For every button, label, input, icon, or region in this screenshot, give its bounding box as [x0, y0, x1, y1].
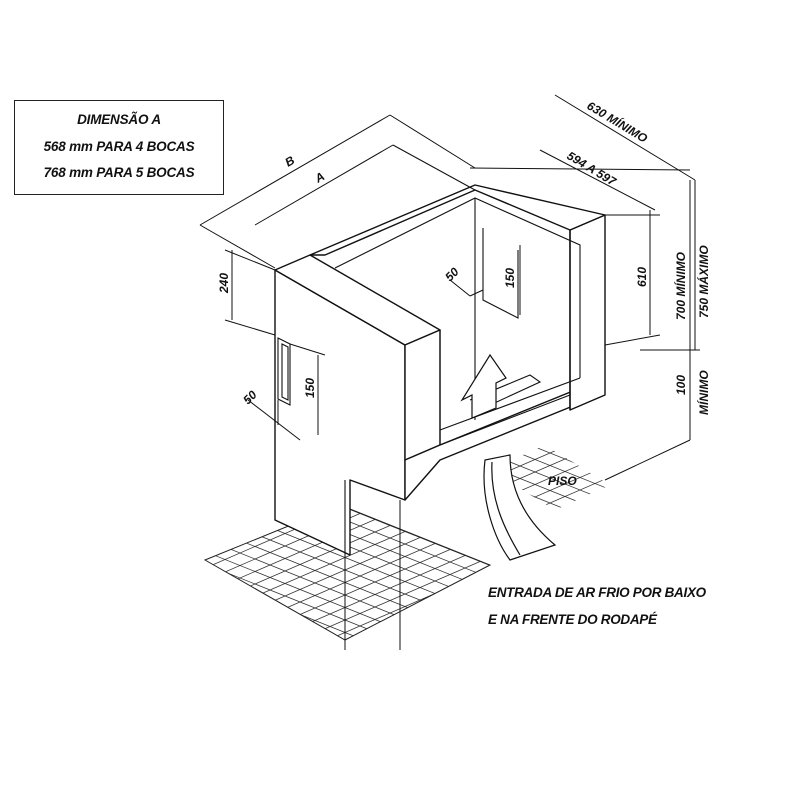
side-vent: [277, 337, 291, 406]
note-title: DIMENSÃO A: [77, 112, 161, 127]
dim-630-label: 630 MÍNIMO: [584, 98, 651, 146]
note-line-1: 568 mm PARA 4 BOCAS: [43, 139, 195, 154]
air-duct: [483, 454, 557, 561]
dim-700-label: 700 MÍNIMO: [673, 251, 688, 320]
dimension-note-box: DIMENSÃO A 568 mm PARA 4 BOCAS 768 mm PA…: [14, 100, 224, 195]
cavity-lines: [334, 197, 581, 555]
dim-50-inner-label: 50: [442, 265, 462, 285]
dim-b-label: B: [283, 153, 298, 170]
dimension-lines: [199, 94, 700, 650]
caption-line-1: ENTRADA DE AR FRIO POR BAIXO: [488, 585, 706, 600]
dim-50-side-label: 50: [240, 388, 260, 408]
dim-240-label: 240: [217, 273, 231, 294]
caption-line-2: E NA FRENTE DO RODAPÉ: [488, 612, 657, 627]
dim-100-label: 100: [674, 375, 688, 395]
dim-750-label: 750 MÁXIMO: [696, 245, 711, 318]
floor-label: PISO: [548, 474, 577, 488]
cabinet-body: [274, 184, 606, 556]
dim-610-label: 610: [635, 267, 649, 287]
airflow-arrow: [460, 353, 507, 419]
dim-a-label: A: [312, 169, 327, 186]
note-line-2: 768 mm PARA 5 BOCAS: [43, 165, 195, 180]
dim-150-side-label: 150: [303, 378, 317, 398]
dim-150-inner-label: 150: [503, 268, 517, 288]
dim-100-min-label: MÍNIMO: [696, 370, 711, 415]
